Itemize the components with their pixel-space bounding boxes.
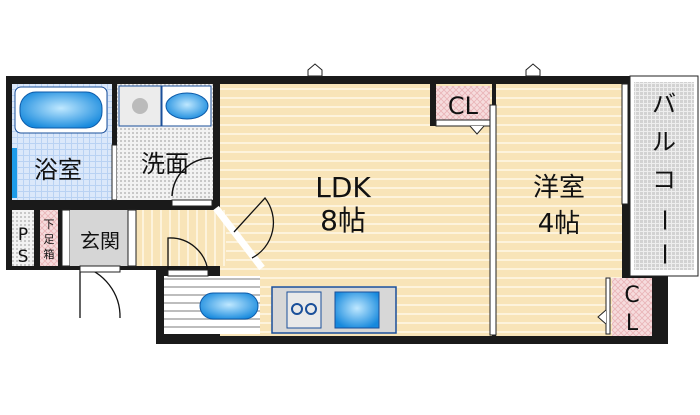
svg-text:S: S [18, 247, 29, 267]
window-marker [525, 63, 541, 77]
front-door[interactable] [79, 265, 121, 273]
bathtub-icon [19, 91, 103, 129]
ldk-door[interactable] [213, 196, 275, 271]
svg-text:ー: ー [650, 208, 678, 232]
shoe-box [40, 210, 58, 266]
hallway-floor [136, 210, 226, 266]
ldk-size: 8帖 [320, 204, 366, 237]
washroom-door[interactable] [171, 199, 213, 207]
bathroom: 浴室 [12, 84, 112, 200]
bedroom-label: 洋室 [533, 173, 585, 203]
ldk-label: LDK [315, 171, 371, 204]
balcony-window[interactable] [621, 83, 629, 205]
stove-burner-icon [291, 303, 303, 315]
washroom: 洗面 [117, 84, 213, 207]
window-marker [307, 63, 323, 77]
bedroom-closet [612, 278, 652, 336]
toilet-room [164, 237, 260, 334]
kitchen-counter [271, 286, 397, 334]
entrance-label: 玄関 [80, 229, 120, 253]
toilet-icon [199, 292, 259, 320]
svg-text:P: P [18, 225, 28, 245]
svg-text:箱: 箱 [44, 247, 55, 261]
pipe-space [12, 210, 34, 266]
bath-door[interactable] [111, 144, 118, 201]
bedroom-size: 4帖 [538, 209, 581, 239]
balcony: バ ル コ ー ー [621, 75, 699, 277]
svg-text:L: L [626, 311, 639, 336]
svg-text:C: C [624, 283, 639, 308]
svg-text:CL: CL [448, 92, 479, 120]
bath-label: 浴室 [34, 156, 82, 184]
svg-text:バ: バ [652, 90, 676, 118]
ldk-closet [436, 86, 490, 120]
svg-text:ー: ー [650, 242, 678, 266]
sink-icon [165, 92, 209, 120]
sliding-partition-door[interactable] [489, 104, 497, 336]
svg-text:ル: ル [652, 128, 676, 156]
entrance-floor [70, 210, 128, 266]
washroom-label: 洗面 [141, 150, 189, 178]
svg-text:下: 下 [44, 218, 55, 231]
svg-text:足: 足 [44, 233, 55, 246]
stove-burner-icon [305, 303, 317, 315]
svg-text:コ: コ [652, 166, 676, 194]
toilet-door[interactable] [167, 269, 209, 277]
kitchen-sink-icon [334, 291, 380, 329]
bedroom-floor [496, 84, 622, 336]
